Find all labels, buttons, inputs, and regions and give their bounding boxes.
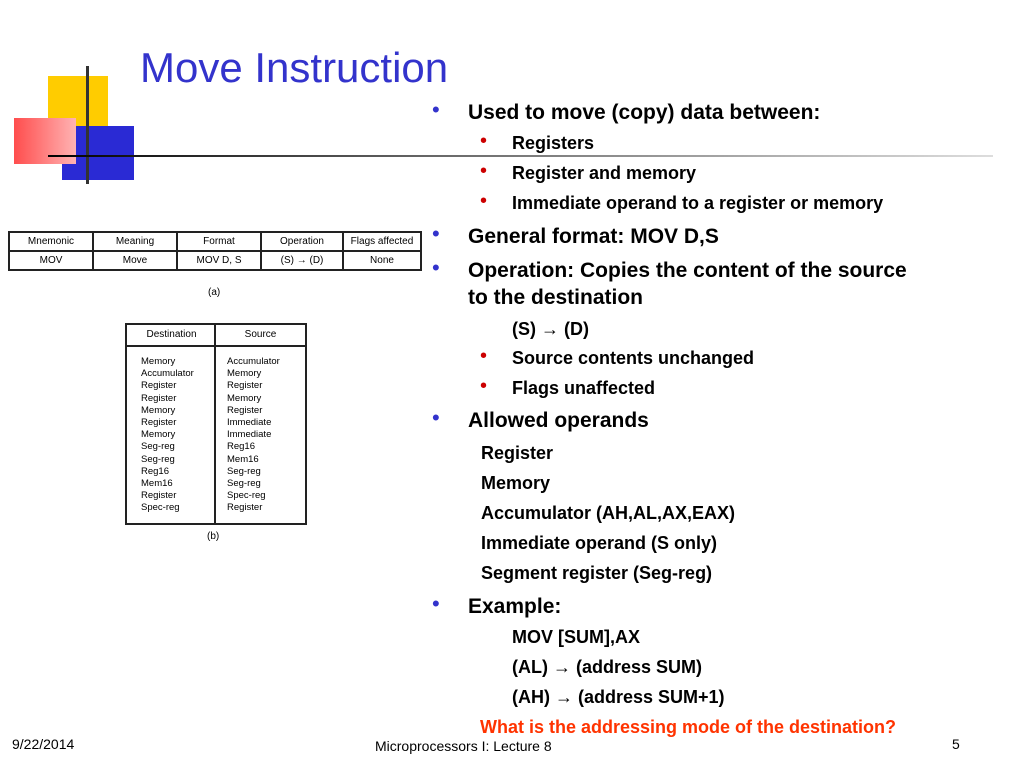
bullet-icon: •	[432, 405, 440, 430]
bullet-operation-line1: Operation: Copies the content of the sou…	[468, 259, 907, 282]
source-cell: Spec-reg	[227, 490, 266, 502]
table-header-cell: Mnemonic	[8, 231, 94, 252]
source-cell: Seg-reg	[227, 478, 261, 490]
logo-square-red	[14, 118, 76, 164]
destination-cell: Register	[141, 417, 177, 429]
bullet-operation-line2: to the destination	[468, 286, 643, 309]
source-cell: Memory	[227, 392, 262, 404]
column-divider	[214, 325, 216, 523]
sub-bullet-flags: Flags unaffected	[512, 378, 656, 398]
sub-bullet-unchanged: Source contents unchanged	[512, 348, 755, 368]
table-cell: MOV	[8, 250, 94, 271]
bullet-example: Example:	[468, 595, 562, 618]
destination-cell: Reg16	[141, 465, 169, 477]
sub-bullet-icon: •	[480, 375, 488, 397]
source-cell: Reg16	[227, 441, 255, 453]
example-line-3: (AH) → (address SUM+1)	[512, 687, 725, 707]
sub-bullet-icon: •	[480, 160, 488, 182]
operand-accumulator: Accumulator (AH,AL,AX,EAX)	[481, 503, 736, 523]
destination-cell: Accumulator	[141, 368, 194, 380]
source-cell: Register	[227, 404, 263, 416]
bullet-used-to-move: Used to move (copy) data between:	[468, 101, 821, 124]
table-b-caption: (b)	[207, 531, 220, 542]
bullet-general-format: General format: MOV D,S	[468, 225, 719, 248]
destination-cell: Mem16	[141, 478, 173, 490]
source-cell: Immediate	[227, 429, 272, 441]
operand-immediate: Immediate operand (S only)	[481, 533, 718, 553]
table-row: MOV Move MOV D, S (S) → (D) None	[8, 250, 422, 271]
table-cell: Move	[92, 250, 178, 271]
destination-cell: Memory	[141, 429, 176, 441]
destination-cell: Memory	[141, 356, 176, 367]
example-line-2: (AL) → (address SUM)	[512, 657, 703, 677]
table-cell: None	[342, 250, 422, 271]
table-cell: (S) → (D)	[260, 250, 344, 271]
destination-cell: Memory	[141, 404, 176, 416]
sub-bullet-register-memory: Register and memory	[512, 163, 697, 183]
slide-title: Move Instruction	[140, 44, 449, 91]
instruction-table: Mnemonic Meaning Format Operation Flags …	[8, 231, 422, 271]
operand-segment: Segment register (Seg-reg)	[481, 563, 713, 583]
table-header-cell: Format	[176, 231, 262, 252]
sub-bullet-icon: •	[480, 190, 488, 212]
bullet-icon: •	[432, 97, 440, 122]
sub-bullet-icon: •	[480, 130, 488, 152]
source-cell: Seg-reg	[227, 465, 261, 477]
bullet-allowed-operands: Allowed operands	[468, 409, 649, 432]
destination-header: Destination	[146, 329, 197, 340]
bullet-icon: •	[432, 221, 440, 246]
footer-date: 9/22/2014	[12, 736, 75, 752]
operation-s-to-d: (S) → (D)	[512, 319, 589, 339]
source-cell: Register	[227, 380, 263, 392]
sub-bullet-icon: •	[480, 345, 488, 367]
table-a-caption: (a)	[208, 287, 221, 298]
logo-vertical-line	[86, 66, 89, 184]
source-cell: Immediate	[227, 417, 272, 429]
destination-cell: Register	[141, 380, 177, 392]
source-cell: Accumulator	[227, 356, 280, 367]
destination-cell: Seg-reg	[141, 441, 175, 453]
source-cell: Mem16	[227, 453, 259, 465]
destination-cell: Register	[141, 392, 177, 404]
operand-register: Register	[481, 443, 554, 463]
bullet-icon: •	[432, 255, 440, 280]
source-header: Source	[244, 329, 277, 340]
title-underline	[48, 155, 993, 157]
sub-bullet-registers: Registers	[512, 133, 595, 153]
footer-lecture: Microprocessors I: Lecture 8	[375, 738, 552, 754]
question-text: What is the addressing mode of the desti…	[480, 717, 897, 737]
source-cell: Register	[227, 502, 263, 514]
sub-bullet-immediate: Immediate operand to a register or memor…	[512, 193, 884, 213]
source-cell: Memory	[227, 368, 262, 380]
destination-cell: Register	[141, 490, 177, 502]
operand-table-header: Destination Source	[127, 325, 305, 347]
footer-page-number: 5	[952, 736, 960, 752]
destination-cell: Seg-reg	[141, 453, 175, 465]
bullet-icon: •	[432, 591, 440, 616]
table-header-cell: Flags affected	[342, 231, 422, 252]
table-header-cell: Meaning	[92, 231, 178, 252]
destination-cell: Spec-reg	[141, 502, 180, 514]
table-cell: MOV D, S	[176, 250, 262, 271]
table-header-cell: Operation	[260, 231, 344, 252]
table-header-row: Mnemonic Meaning Format Operation Flags …	[8, 231, 422, 252]
example-line-1: MOV [SUM],AX	[512, 627, 640, 647]
operand-memory: Memory	[481, 473, 551, 493]
